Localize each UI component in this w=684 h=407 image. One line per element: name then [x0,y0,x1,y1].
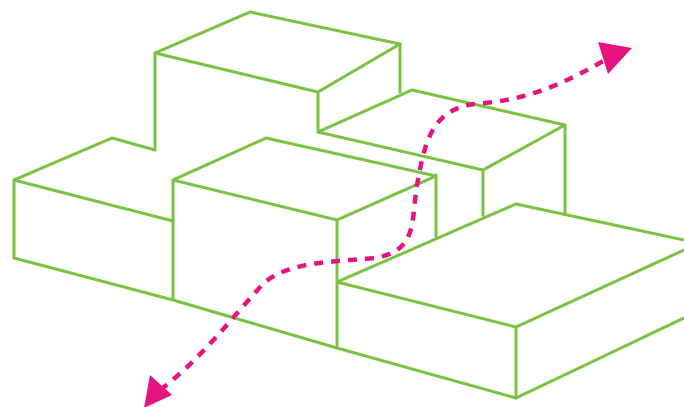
back-tall-block [153,10,402,152]
right-middle-block [316,88,567,238]
arrowhead-end-icon [598,42,632,74]
arrowhead-start-icon [144,375,172,407]
left-block [12,136,175,302]
dashed-route [144,42,632,407]
center-block [171,136,438,350]
dashed-route-line [158,58,607,392]
front-right-block [335,202,684,400]
